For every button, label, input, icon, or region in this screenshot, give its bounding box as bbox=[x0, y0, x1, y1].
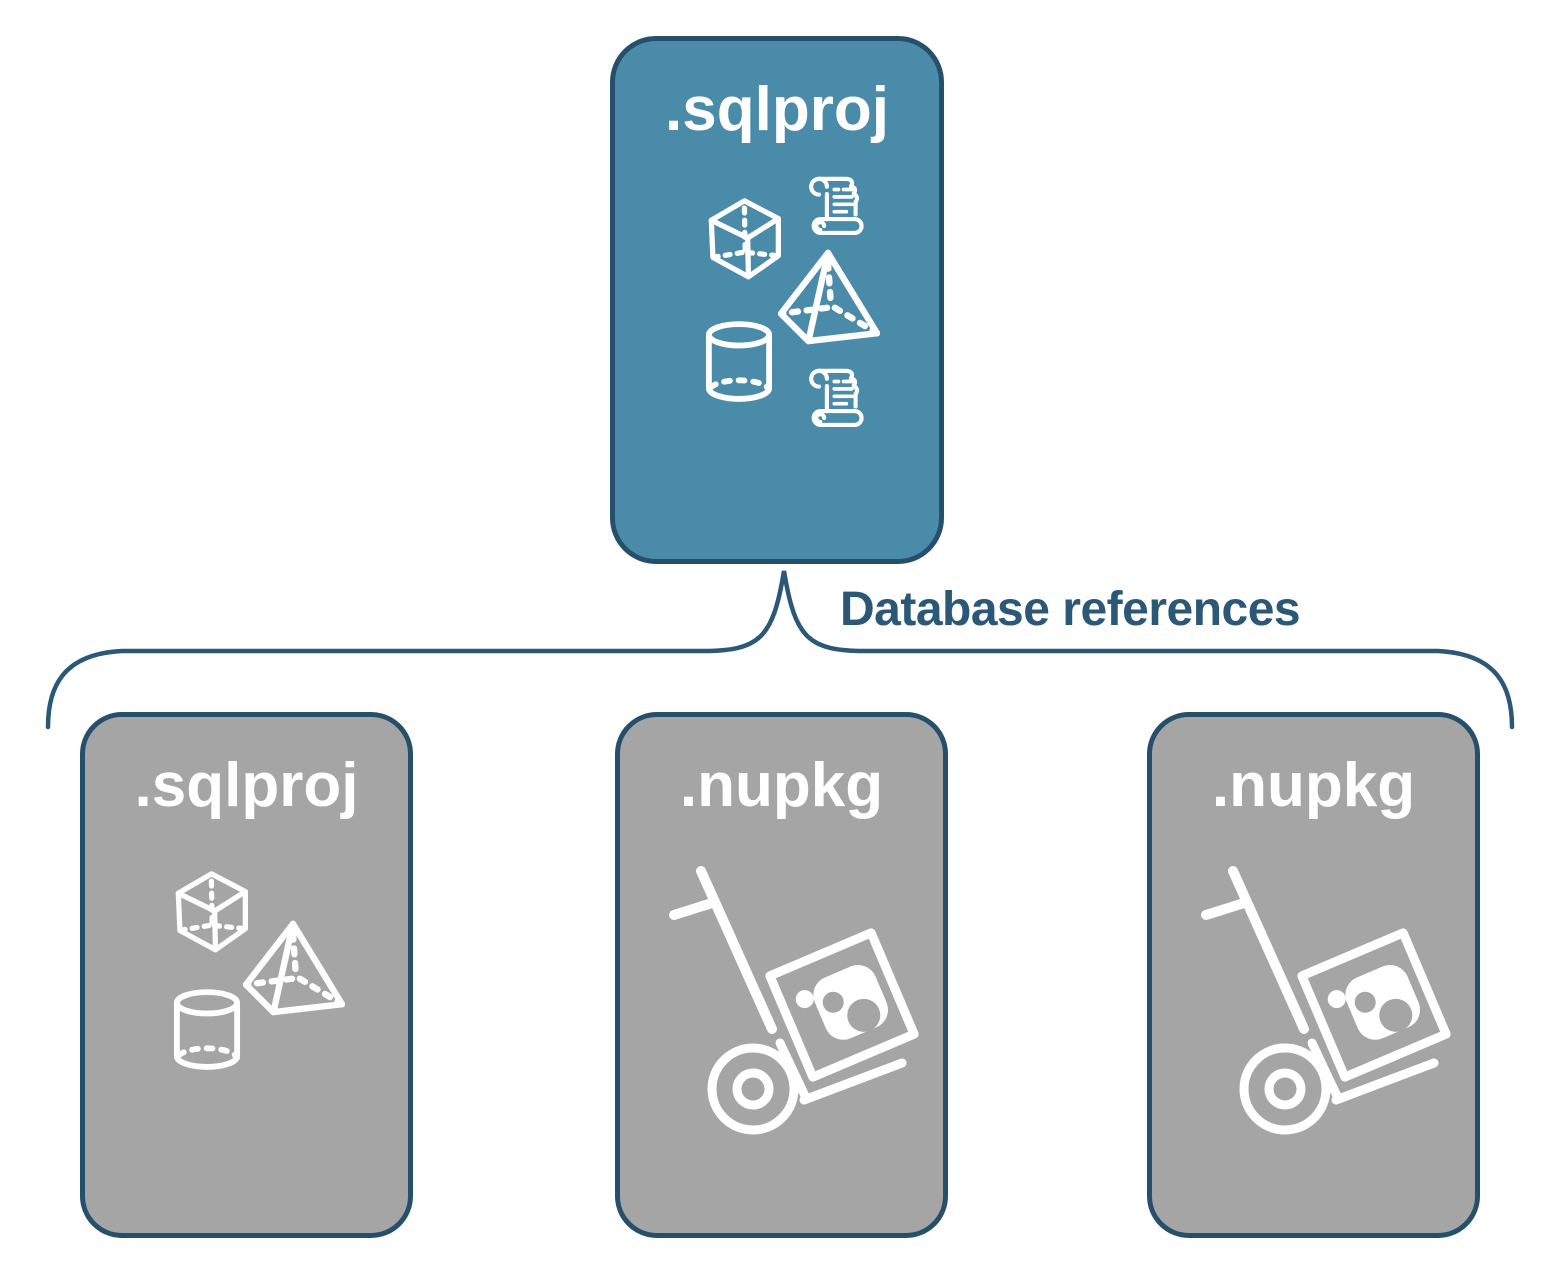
cube-icon bbox=[167, 869, 251, 953]
pyramid-icon bbox=[243, 920, 345, 1016]
child-card-label: .sqlproj bbox=[134, 751, 359, 820]
pyramid-icon bbox=[778, 249, 880, 345]
child-nupkg-card-1: .nupkg bbox=[615, 712, 948, 1238]
hand-truck-package-icon bbox=[1190, 857, 1452, 1219]
root-card-label: .sqlproj bbox=[665, 75, 889, 144]
child-card-label: .nupkg bbox=[679, 751, 884, 820]
cube-icon bbox=[700, 196, 784, 280]
child-nupkg-card-2: .nupkg bbox=[1147, 712, 1480, 1238]
cylinder-icon bbox=[705, 321, 773, 403]
child-sqlproj-card: .sqlproj bbox=[80, 712, 413, 1238]
cylinder-icon bbox=[173, 989, 241, 1071]
root-sqlproj-card: .sqlproj bbox=[610, 36, 944, 564]
hand-truck-package-icon bbox=[658, 857, 920, 1219]
child-card-label: .nupkg bbox=[1211, 751, 1416, 820]
database-references-label: Database references bbox=[840, 583, 1301, 636]
script-scroll-icon bbox=[801, 363, 875, 437]
script-scroll-icon bbox=[801, 171, 875, 245]
